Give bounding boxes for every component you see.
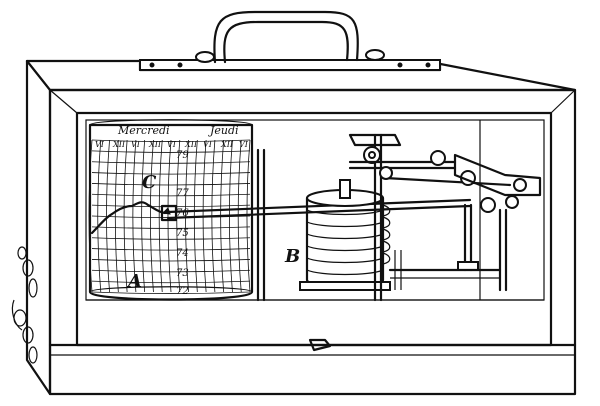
linkage-mechanism: [348, 133, 542, 302]
recording-drum: [88, 119, 254, 301]
grid-horizontal-line: [91, 269, 251, 273]
label-b: B: [284, 246, 300, 267]
grid-vertical-line: [150, 139, 154, 293]
grid-horizontal-line: [91, 161, 251, 164]
scale-number: 75: [176, 228, 189, 239]
aneroid-stack: [299, 179, 391, 291]
grid-horizontal-line: [91, 291, 251, 294]
scale-number: 79: [176, 150, 189, 161]
scale-number: 76: [176, 208, 189, 219]
scale-number: 72: [176, 286, 189, 297]
grid-vertical-line: [158, 139, 163, 293]
chart-grid: [88, 139, 251, 294]
grid-vertical-line: [167, 139, 172, 293]
hour-mark: VI: [239, 140, 249, 149]
hour-mark: XII: [184, 140, 198, 149]
scale-number: 77: [176, 188, 189, 199]
scale-number: 73: [176, 268, 189, 279]
grid-horizontal-line: [91, 248, 251, 251]
support-post: [256, 148, 266, 302]
pressure-trace: [90, 201, 167, 235]
day-label-mercredi: Mercredi: [117, 124, 170, 137]
grid-horizontal-line: [91, 226, 251, 229]
grid-horizontal-line: [91, 280, 251, 284]
grid-vertical-line: [141, 139, 146, 293]
grid-horizontal-line: [91, 183, 251, 186]
grid-horizontal-line: [91, 150, 251, 153]
latch: [308, 338, 332, 352]
day-label-jeudi: Jeudi: [208, 124, 239, 137]
pressure-scale: 79 77 76 75 74 73 72: [176, 150, 189, 297]
pen-arm: [160, 198, 472, 222]
side-chain: [11, 246, 38, 364]
scale-number: 74: [176, 248, 189, 259]
grid-vertical-line: [114, 139, 119, 293]
hour-marks: VI XII VI XII VI XII VI XII VI: [95, 140, 249, 149]
grid-horizontal-line: [91, 237, 251, 240]
hour-mark: VI: [167, 140, 177, 149]
hour-mark: VI: [203, 140, 213, 149]
handle: [138, 10, 442, 72]
grid-horizontal-line: [91, 193, 251, 197]
grid-vertical-line: [132, 139, 137, 293]
hour-mark: XII: [112, 140, 126, 149]
hour-mark: XII: [220, 140, 234, 149]
grid-vertical-line: [185, 139, 189, 293]
grid-horizontal-line: [91, 259, 251, 262]
grid-horizontal-line: [91, 172, 251, 175]
label-c: C: [142, 172, 157, 193]
grid-vertical-line: [88, 139, 93, 293]
label-a: A: [126, 271, 142, 292]
hour-mark: VI: [131, 140, 141, 149]
hour-mark: VI: [95, 140, 105, 149]
grid-vertical-line: [106, 139, 110, 293]
grid-horizontal-line: [91, 139, 251, 142]
hour-mark: XII: [148, 140, 162, 149]
grid-vertical-line: [123, 139, 128, 293]
